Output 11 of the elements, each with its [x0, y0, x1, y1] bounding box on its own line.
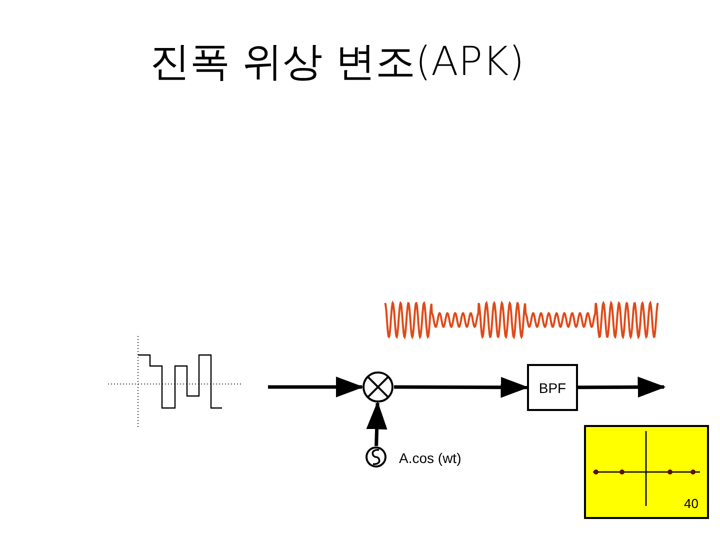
slide-number: 40	[684, 496, 698, 511]
title: 진폭 위상 변조(APK)	[150, 38, 524, 87]
filter-label: BPF	[538, 380, 568, 396]
arrow	[578, 376, 666, 398]
mixer-symbol	[362, 371, 394, 403]
signal-label: A.cos (wt)	[399, 450, 462, 466]
arrow	[268, 376, 364, 398]
filter-box	[527, 364, 578, 411]
arrow	[394, 376, 529, 398]
arrow	[366, 401, 388, 446]
oscillator-symbol	[365, 446, 387, 468]
